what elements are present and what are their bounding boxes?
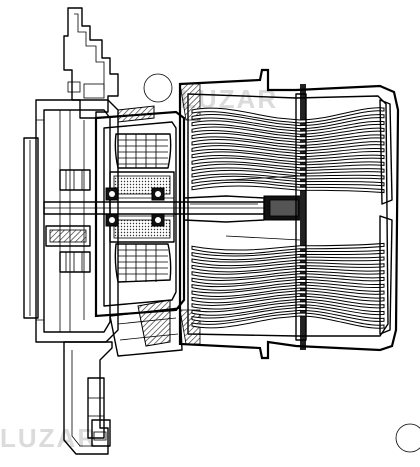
impeller-blade-bottom: [191, 273, 385, 285]
impeller-blade-bottom: [191, 256, 385, 267]
impeller-center-disc: [225, 93, 307, 341]
impeller-blade-top: [191, 107, 385, 124]
impeller-blade-top: [191, 126, 385, 141]
impeller-blade-top: [191, 169, 385, 180]
impeller-blade-bottom: [191, 295, 385, 310]
impeller-blade-top: [191, 113, 385, 130]
impeller-blade-top: [191, 181, 385, 194]
impeller-blade-bottom: [191, 267, 385, 279]
impeller-blade-bottom: [191, 249, 385, 261]
impeller-blade-bottom: [191, 301, 385, 316]
impeller-blade-bottom: [191, 278, 385, 291]
impeller-blade-bottom: [191, 306, 385, 323]
impeller-blades-top: [191, 107, 385, 194]
commutator: [45, 169, 91, 273]
impeller-blade-top: [191, 157, 385, 169]
left-housing: [23, 99, 119, 343]
bearings: [105, 187, 165, 227]
impeller-blade-top: [191, 145, 385, 158]
impeller-blade-top: [191, 151, 385, 163]
impeller-blade-bottom: [191, 290, 385, 304]
impeller-blade-top: [191, 120, 385, 135]
watermark-text-bottom: LUZAR: [0, 423, 98, 453]
lower-connector-housing: [63, 341, 113, 455]
watermark-bottom: LUZAR: [0, 423, 420, 453]
impeller-blade-top: [191, 132, 385, 146]
impeller-blade-top: [191, 138, 385, 152]
mounting-bracket: [63, 7, 119, 119]
motor-can: [94, 105, 186, 357]
impeller-blade-bottom: [191, 312, 385, 329]
impeller-blade-bottom: [191, 262, 385, 273]
impeller-blade-top: [191, 175, 385, 187]
stator-winding-top: [114, 133, 172, 169]
rotor-core: [109, 171, 175, 243]
blade-tips: [379, 99, 393, 335]
stator-winding-bottom: [114, 243, 172, 283]
impeller-blade-top: [191, 163, 385, 174]
impeller-blade-bottom: [191, 242, 385, 255]
impeller-blades-bottom: [191, 242, 385, 329]
impeller-blade-bottom: [191, 284, 385, 298]
